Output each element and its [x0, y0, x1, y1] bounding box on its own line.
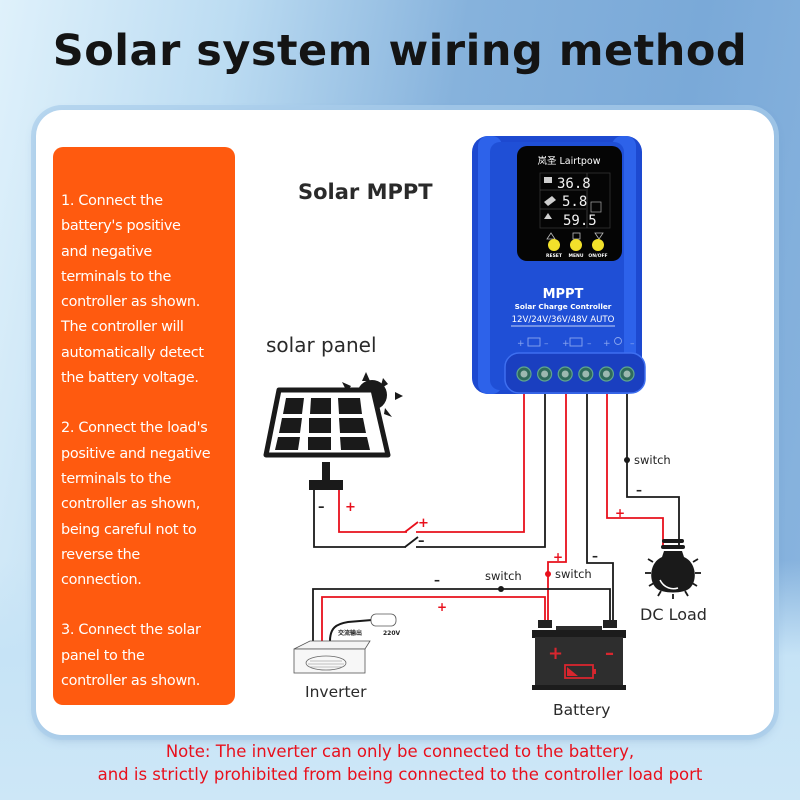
controller-model: MPPT	[543, 287, 584, 302]
inverter-fan-grille	[305, 655, 347, 671]
controller-solar-minus: –	[418, 534, 425, 549]
wire-inverter-negative	[312, 588, 611, 641]
battery-lcd-icon	[544, 177, 552, 183]
solar-panel-label: solar panel	[266, 333, 377, 357]
wire-panel-positive	[338, 490, 407, 533]
svg-text:+: +	[603, 339, 611, 349]
battery-wire-plus: +	[553, 550, 563, 564]
inverter-switch-label: switch	[485, 569, 522, 583]
battery-label: Battery	[553, 701, 611, 719]
terminal-screw-head	[561, 370, 569, 378]
terminal-screw-head	[541, 370, 549, 378]
inverter-wire-minus: –	[434, 573, 440, 587]
controller-brand: 岚圣 Lairtpow	[537, 156, 600, 167]
controller-subtitle: Solar Charge Controller	[515, 302, 612, 311]
inverter-icon: 交流输出 220V	[293, 613, 401, 674]
controller-voltages: 12V/24V/36V/48V AUTO	[512, 315, 615, 325]
lcd-current: 5.8	[562, 194, 587, 210]
svg-text:–: –	[587, 339, 592, 349]
wire-load-positive	[606, 394, 664, 546]
ac-socket-icon	[370, 613, 397, 627]
terminal-screw-head	[582, 370, 590, 378]
terminal-screws	[516, 366, 635, 382]
wire-solar-negative	[416, 394, 546, 548]
note-line-1: Note: The inverter can only be connected…	[165, 742, 635, 761]
step-3: 3. Connect the solar panel to the contro…	[61, 622, 201, 690]
inverter-output-label: 交流输出	[338, 629, 362, 637]
lcd-frame	[539, 172, 611, 229]
battery-terminal-icon	[569, 337, 583, 347]
wire-solar-positive	[416, 394, 525, 533]
panel-minus: –	[318, 500, 325, 515]
battery-minus-sign: –	[605, 643, 614, 664]
menu-button[interactable]	[570, 239, 582, 251]
load-wire-plus: +	[615, 506, 625, 520]
controller-screen	[517, 146, 622, 261]
wire-inverter-positive	[321, 596, 546, 641]
load-switch-label: switch	[634, 453, 671, 467]
terminal-screw-head	[520, 370, 528, 378]
terminal-block	[504, 352, 646, 394]
onoff-label: ON/OFF	[588, 253, 607, 259]
warning-note: Note: The inverter can only be connected…	[0, 740, 800, 786]
mppt-controller: 岚圣 Lairtpow 36.8 5.8 59.5 RESET MENU ON/…	[472, 136, 646, 394]
lcd-capacity: 59.5	[563, 213, 597, 229]
load-wire-minus: –	[636, 483, 642, 497]
solar-panel-icon	[263, 372, 403, 490]
battery-plus-sign: +	[548, 643, 563, 664]
dc-load-label: DC Load	[640, 605, 707, 624]
inverter-output-voltage: 220V	[383, 630, 401, 637]
solar-terminal-icon	[527, 337, 541, 347]
svg-text:–: –	[544, 339, 549, 349]
menu-icon	[572, 232, 581, 240]
solar-switch-positive	[404, 521, 419, 533]
onoff-icon	[594, 232, 604, 240]
wire-battery-positive	[547, 394, 567, 626]
terminal-screw-head	[602, 370, 610, 378]
load-lcd-icon	[544, 213, 552, 219]
load-terminal-icon	[614, 337, 622, 345]
lcd-voltage: 36.8	[557, 176, 591, 192]
svg-text:+: +	[517, 339, 525, 349]
step-2: 2. Connect the load's positive and negat…	[61, 420, 211, 589]
step-1: 1. Connect the battery's positive and ne…	[61, 193, 204, 387]
solar-switch-negative	[404, 536, 419, 548]
inverter-switch-node[interactable]	[498, 586, 504, 592]
menu-label: MENU	[569, 253, 584, 259]
wire-panel-negative	[313, 490, 406, 548]
onoff-button[interactable]	[592, 239, 604, 251]
battery-switch-node[interactable]	[545, 571, 551, 577]
reset-label: RESET	[546, 253, 563, 259]
battery-icon: + –	[532, 620, 626, 690]
page-title: Solar system wiring method	[52, 26, 748, 76]
terminal-icons: + – + – + –	[517, 337, 635, 349]
note-line-2: and is strictly prohibited from being co…	[97, 765, 703, 784]
solar-lcd-icon	[544, 196, 556, 206]
svg-text:+: +	[562, 339, 570, 349]
inverter-wire-plus: +	[437, 600, 447, 614]
reset-icon	[546, 232, 556, 240]
battery-switch-label: switch	[555, 567, 592, 581]
wire-load-negative	[626, 394, 680, 546]
light-bulb-icon	[645, 539, 701, 599]
battery-wire-minus: –	[592, 549, 598, 563]
reset-button[interactable]	[548, 239, 560, 251]
panel-plus: +	[345, 500, 356, 515]
wire-battery-negative	[586, 394, 614, 626]
wires	[312, 394, 680, 641]
load-switch-node[interactable]	[624, 457, 630, 463]
controller-solar-plus: +	[418, 516, 429, 531]
controller-caption: Solar MPPT	[298, 180, 433, 204]
instructions-panel: 1. Connect the battery's positive and ne…	[53, 147, 235, 705]
inverter-label: Inverter	[305, 683, 367, 701]
solar-cells	[275, 398, 370, 450]
svg-text:–: –	[630, 339, 635, 349]
terminal-screw-head	[623, 370, 631, 378]
